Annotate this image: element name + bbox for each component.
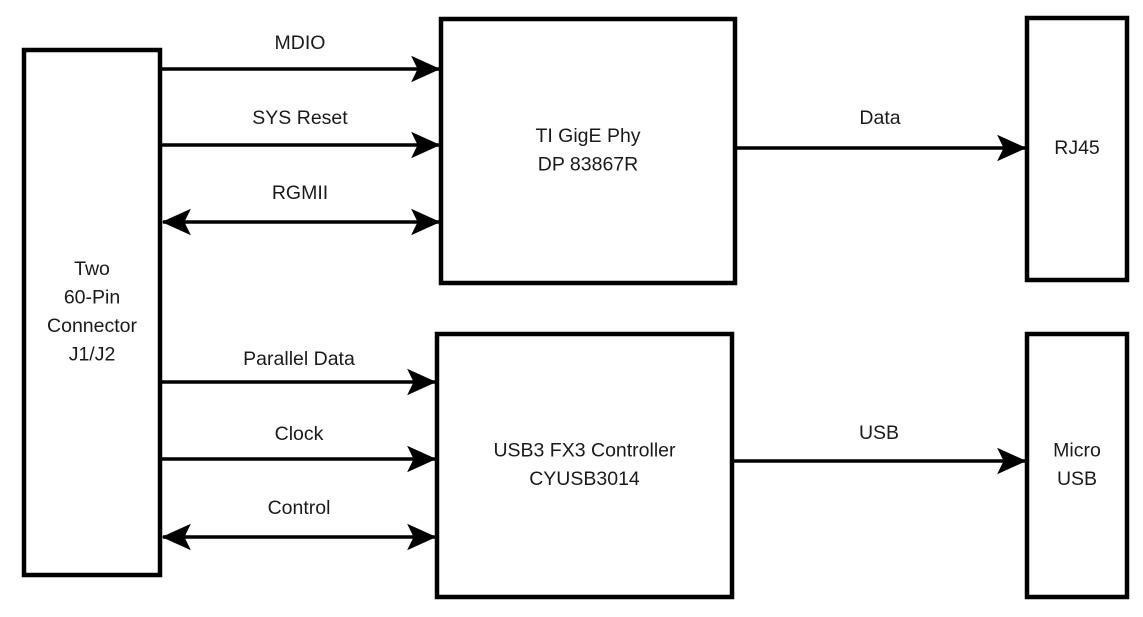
block-rect-phy bbox=[438, 16, 738, 286]
edge-label-data: Data bbox=[859, 107, 900, 129]
edge-control: Control bbox=[161, 497, 437, 551]
edge-data: Data bbox=[736, 107, 1027, 162]
block-rect-fx3 bbox=[434, 331, 735, 600]
edge-label-rgmii: RGMII bbox=[272, 182, 328, 204]
edge-parallel-data: Parallel Data bbox=[161, 348, 437, 396]
block-rect-rj45 bbox=[1024, 15, 1130, 283]
edge-label-control: Control bbox=[268, 497, 331, 519]
edge-label-clock: Clock bbox=[275, 423, 324, 445]
edge-sys-reset: SYS Reset bbox=[161, 107, 441, 159]
block-label-rj45: RJ45 bbox=[1054, 137, 1100, 159]
edge-label-sys-reset: SYS Reset bbox=[252, 107, 348, 129]
edge-label-mdio: MDIO bbox=[275, 32, 326, 54]
block-rect-microusb bbox=[1024, 331, 1130, 600]
edge-mdio: MDIO bbox=[161, 32, 441, 83]
edge-rgmii: RGMII bbox=[161, 182, 441, 236]
edge-clock: Clock bbox=[161, 423, 437, 473]
block-rj45: RJ45 bbox=[1024, 15, 1130, 283]
edge-usb: USB bbox=[733, 422, 1027, 475]
edge-label-usb: USB bbox=[859, 422, 899, 444]
edge-label-parallel-data: Parallel Data bbox=[243, 348, 355, 370]
block-rect-connector bbox=[21, 47, 163, 578]
